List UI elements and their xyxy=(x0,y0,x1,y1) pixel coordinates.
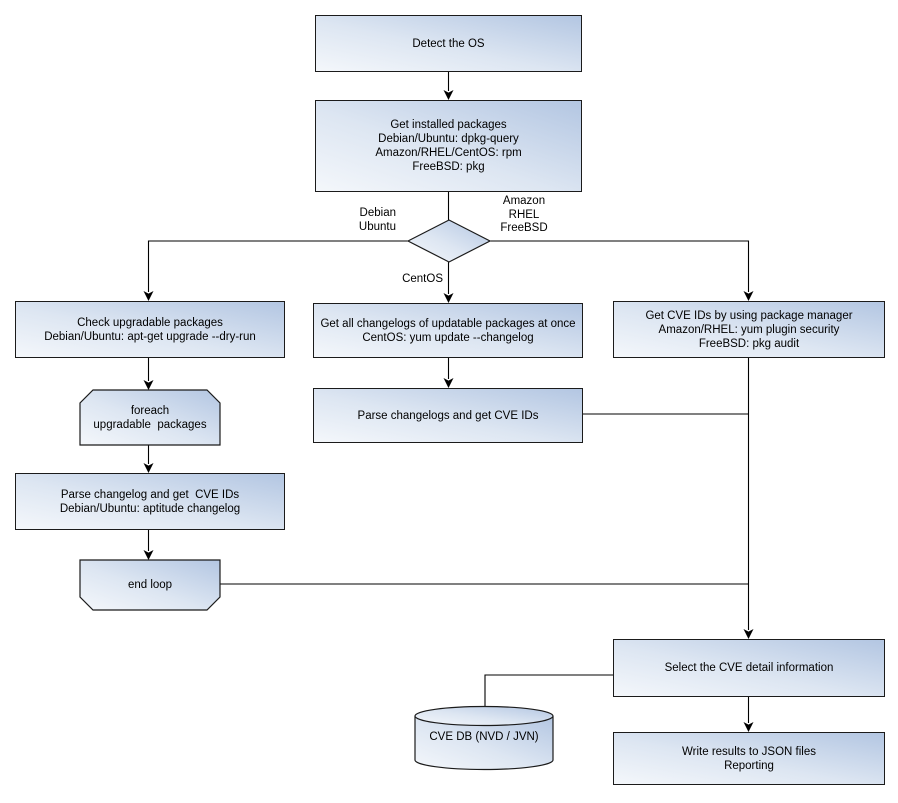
node-get-installed-packages: Get installed packages Debian/Ubuntu: dp… xyxy=(315,100,582,192)
edge-label-centos: CentOS xyxy=(402,273,443,285)
arrowhead xyxy=(743,291,754,301)
cylinder-top xyxy=(414,705,554,727)
node-write-results-reporting: Write results to JSON files Reporting xyxy=(613,732,885,785)
node-check-upgradable-packages: Check upgradable packages Debian/Ubuntu:… xyxy=(15,301,285,358)
edge-decision-to-get-cve-ids xyxy=(490,240,750,292)
foreach-loop-shape xyxy=(79,389,221,446)
end-loop-shape xyxy=(79,559,221,611)
arrowhead xyxy=(143,380,154,390)
arrowhead xyxy=(443,90,454,100)
arrowhead xyxy=(143,291,154,301)
arrowhead xyxy=(743,629,754,639)
arrowheads xyxy=(143,90,754,732)
connectors xyxy=(147,72,750,723)
edge-cvedb-to-select xyxy=(484,674,613,707)
edge-decision-to-check-upgradable xyxy=(147,240,408,292)
cylinder-body xyxy=(414,716,554,771)
os-decision-diamond xyxy=(406,219,492,263)
node-get-all-changelogs: Get all changelogs of updatable packages… xyxy=(313,303,583,358)
node-get-cve-ids-package-manager: Get CVE IDs by using package manager Ama… xyxy=(613,301,885,358)
node-parse-changelog-debian: Parse changelog and get CVE IDs Debian/U… xyxy=(15,473,285,530)
cve-db-cylinder xyxy=(414,705,554,771)
node-parse-changelogs-centos: Parse changelogs and get CVE IDs xyxy=(313,388,583,443)
arrowhead xyxy=(743,722,754,732)
arrowhead xyxy=(143,463,154,473)
edge-label-debian-ubuntu: Debian Ubuntu xyxy=(358,207,396,233)
node-foreach-loop-label: foreach upgradable packages xyxy=(93,404,207,431)
node-end-loop-label: end loop xyxy=(127,579,173,591)
node-detect-os: Detect the OS xyxy=(315,15,582,72)
node-select-cve-detail: Select the CVE detail information xyxy=(613,639,885,697)
arrowhead xyxy=(443,378,454,388)
arrowhead xyxy=(443,293,454,303)
edge-label-amazon-rhel-freebsd: Amazon RHEL FreeBSD xyxy=(500,195,548,234)
node-cve-db-label: CVE DB (NVD / JVN) xyxy=(429,731,539,743)
arrowhead xyxy=(143,550,154,560)
